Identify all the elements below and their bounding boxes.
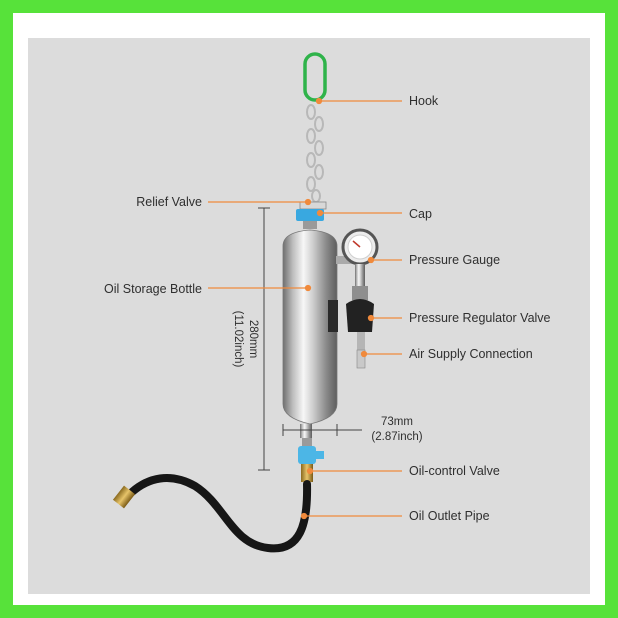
hanging-chain bbox=[306, 104, 324, 203]
pressure-regulator-valve bbox=[328, 286, 374, 350]
height-dimension-line bbox=[258, 207, 270, 471]
pressure-regulator-valve-label: Pressure Regulator Valve bbox=[409, 311, 551, 325]
hook-label: Hook bbox=[409, 94, 439, 108]
bottle-cap bbox=[296, 201, 327, 229]
air-supply-connector bbox=[356, 349, 366, 369]
air-supply-connection-label: Air Supply Connection bbox=[409, 347, 533, 361]
oil-outlet-pipe-label: Oil Outlet Pipe bbox=[409, 509, 490, 523]
oil-outlet-pipe bbox=[112, 474, 312, 553]
oil-storage-bottle-label: Oil Storage Bottle bbox=[104, 282, 202, 296]
oil-control-valve-label: Oil-control Valve bbox=[409, 464, 500, 478]
width-inch-label: (2.87inch) bbox=[371, 431, 422, 443]
relief-valve-label: Relief Valve bbox=[136, 195, 202, 209]
oil-control-valve bbox=[298, 438, 324, 482]
width-dimension-line bbox=[282, 424, 362, 436]
pressure-gauge bbox=[336, 228, 379, 286]
width-mm-label: 73mm bbox=[381, 416, 413, 428]
pressure-gauge-label: Pressure Gauge bbox=[409, 253, 500, 267]
height-inch-label: (11.02inch) bbox=[232, 311, 244, 368]
oil-storage-bottle-body bbox=[282, 229, 338, 438]
carabiner-hook bbox=[303, 52, 327, 102]
height-dimension-text: 280mm (11.02inch) bbox=[232, 311, 259, 368]
callout-leader-lines bbox=[208, 97, 402, 520]
height-mm-label: 280mm bbox=[247, 320, 259, 358]
cap-label: Cap bbox=[409, 207, 432, 221]
